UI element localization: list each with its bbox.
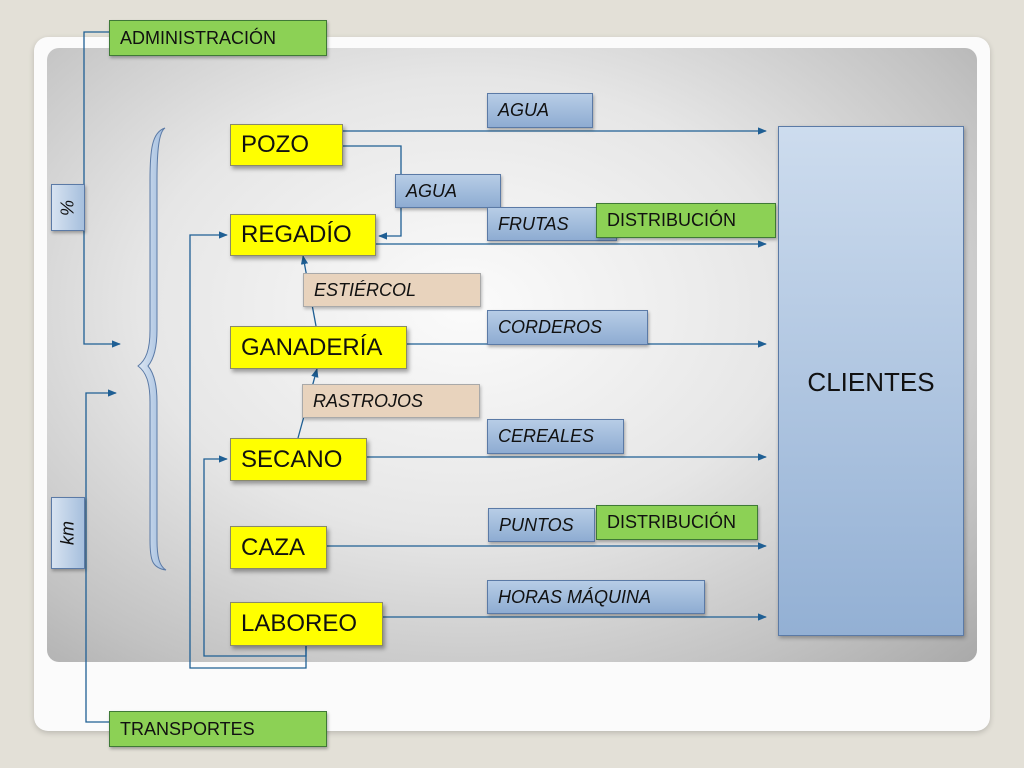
box-regadio: REGADÍO [230,214,376,256]
box-corderos: CORDEROS [487,310,648,345]
box-horas-maquina: HORAS MÁQUINA [487,580,705,614]
box-agua-top: AGUA [487,93,593,128]
box-estiercol: ESTIÉRCOL [303,273,481,307]
label-pozo: POZO [241,131,310,158]
label-estiercol: ESTIÉRCOL [314,279,417,300]
box-distribucion-1: DISTRIBUCIÓN [596,203,776,238]
box-cereales: CEREALES [487,419,624,454]
grouping-brace [137,127,167,571]
box-puntos: PUNTOS [488,508,595,542]
label-laboreo: LABOREO [241,610,358,637]
box-transportes: TRANSPORTES [109,711,327,747]
label-distribucion-2: DISTRIBUCIÓN [607,512,737,532]
label-horas-maquina: HORAS MÁQUINA [498,586,652,607]
label-secano: SECANO [241,445,343,473]
label-frutas: FRUTAS [498,213,569,234]
box-secano: SECANO [230,438,367,481]
label-agua-top: AGUA [498,100,550,120]
box-caza: CAZA [230,526,327,569]
box-frutas: FRUTAS [487,207,617,241]
arrow-laboreo-regadio [189,231,307,669]
arrow-transportes [85,389,117,723]
box-clientes: CLIENTES [778,126,964,636]
label-distribucion-1: DISTRIBUCIÓN [607,210,737,230]
label-regadio: REGADÍO [241,221,352,248]
box-km: km [51,497,85,569]
box-laboreo: LABOREO [230,602,383,646]
arrow-administracion [83,31,121,348]
box-distribucion-2: DISTRIBUCIÓN [596,505,758,540]
label-administracion: ADMINISTRACIÓN [120,27,277,48]
label-corderos: CORDEROS [498,317,603,337]
label-puntos: PUNTOS [499,514,574,535]
label-cereales: CEREALES [498,426,595,446]
box-percent: % [51,184,85,231]
label-clientes: CLIENTES [807,367,935,397]
label-ganaderia: GANADERÍA [241,333,383,361]
box-administracion: ADMINISTRACIÓN [109,20,327,56]
box-agua-mid: AGUA [395,174,501,208]
box-pozo: POZO [230,124,343,166]
box-rastrojos: RASTROJOS [302,384,480,418]
label-percent: % [57,199,78,216]
label-transportes: TRANSPORTES [120,718,255,739]
label-agua-mid: AGUA [406,180,458,201]
arrow-laboreo-secano [203,455,307,657]
box-ganaderia: GANADERÍA [230,326,407,369]
label-rastrojos: RASTROJOS [313,390,424,411]
label-km: km [57,521,78,545]
label-caza: CAZA [241,533,306,561]
